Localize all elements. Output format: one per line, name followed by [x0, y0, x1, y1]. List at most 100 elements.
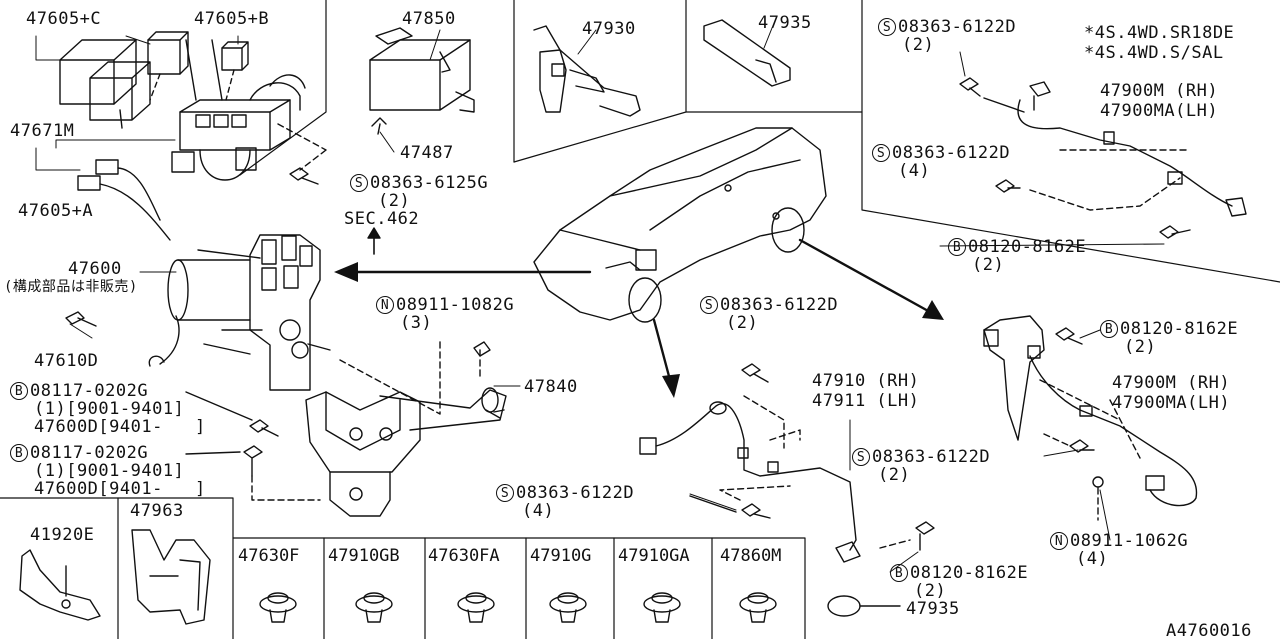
- label-47930: 47930: [582, 19, 636, 39]
- clip-label: 47630FA: [428, 546, 500, 566]
- prefix-s-badge: S: [878, 18, 896, 36]
- prefix-b-badge: B: [948, 238, 966, 256]
- clip-label: 47910G: [530, 546, 592, 566]
- prefix-s-badge: S: [872, 144, 890, 162]
- rear-sensor-lower: [983, 315, 1198, 521]
- prefix-s-badge: S: [852, 448, 870, 466]
- part-code: 08117-0202G: [30, 443, 149, 463]
- label-47840: 47840: [524, 377, 578, 397]
- label-bolt-08117-b-sub: 47600D[9401- ]: [34, 479, 206, 499]
- label-47600: 47600: [68, 259, 122, 279]
- diagram-id: A4760016: [1166, 621, 1252, 641]
- part-code: 08363-6122D: [892, 143, 1011, 163]
- clip-label: 47860M: [720, 546, 782, 566]
- pointer-arrows: [350, 238, 932, 382]
- part-code: 08120-8162E: [968, 237, 1087, 257]
- label-47605b: 47605+B: [194, 9, 270, 29]
- prefix-s-badge: S: [700, 296, 718, 314]
- label-47935-top: 47935: [758, 13, 812, 33]
- bolt-47610d: [65, 311, 97, 327]
- clip-label: 47630F: [238, 546, 300, 566]
- label-bolt-8162e-b-qty: (2): [914, 581, 947, 601]
- label-41920e: 41920E: [30, 525, 95, 545]
- label-47671m: 47671M: [10, 121, 75, 141]
- push-clip-icon: [739, 592, 777, 623]
- clip-label: 47910GB: [328, 546, 400, 566]
- relay-47605b: [221, 41, 249, 71]
- label-screw-6122d-a-qty: (2): [902, 35, 935, 55]
- part-code: 08120-8162E: [1120, 319, 1239, 339]
- car-outline: [533, 127, 827, 323]
- label-screw-6125g-qty: (2): [378, 191, 411, 211]
- mount-bracket: [305, 387, 507, 517]
- label-47963: 47963: [130, 501, 184, 521]
- part-code: 08117-0202G: [30, 381, 149, 401]
- label-sec462: SEC.462: [344, 209, 420, 229]
- label-47605c: 47605+C: [26, 9, 102, 29]
- harness-47605a: [77, 159, 171, 241]
- label-screw-6122d-c-qty: (2): [726, 313, 759, 333]
- bracket-47930: [533, 25, 641, 117]
- label-47605a: 47605+A: [18, 201, 94, 221]
- prefix-n-badge: N: [1050, 532, 1068, 550]
- front-sensor: [639, 363, 935, 617]
- part-code: 08363-6122D: [898, 17, 1017, 37]
- prefix-s-badge: S: [350, 174, 368, 192]
- push-clip-icon: [549, 592, 587, 623]
- label-bolt-8162e-a-qty: (2): [972, 255, 1005, 275]
- label-47900ma-lh-2: 47900MA(LH): [1112, 393, 1231, 413]
- push-clip-icon: [355, 592, 393, 623]
- label-screw-6122d-d-qty: (2): [878, 465, 911, 485]
- bolt-08117-lower: [185, 445, 321, 501]
- label-bolt-08117-b-qty: (1)[9001-9401]: [34, 461, 185, 481]
- clip-icons: [259, 592, 777, 623]
- label-47487: 47487: [400, 143, 454, 163]
- label-bolt-08117-a-sub: 47600D[9401- ]: [34, 417, 206, 437]
- part-code: 08911-1062G: [1070, 531, 1189, 551]
- push-clip-icon: [457, 592, 495, 623]
- prefix-b-badge: B: [10, 382, 28, 400]
- prefix-b-badge: B: [1100, 320, 1118, 338]
- label-nut-1082g-qty: (3): [400, 313, 433, 333]
- relay-47671m: [59, 39, 151, 129]
- label-47610d: 47610D: [34, 351, 99, 371]
- prefix-b-badge: B: [10, 444, 28, 462]
- prefix-n-badge: N: [376, 296, 394, 314]
- label-47600-note: (構成部品は非販売): [4, 279, 138, 295]
- label-47935-bottom: 47935: [906, 599, 960, 619]
- strip-47935-top: [703, 19, 791, 87]
- label-bolt-08117-a-qty: (1)[9001-9401]: [34, 399, 185, 419]
- label-47910-rh: 47910 (RH): [812, 371, 920, 391]
- push-clip-icon: [259, 592, 297, 623]
- screw-6125g: [289, 167, 319, 185]
- clip-label: 47910GA: [618, 546, 690, 566]
- relay-bracket: [171, 39, 306, 181]
- bracket-41920e: [19, 549, 101, 621]
- part-code: 08911-1082G: [396, 295, 515, 315]
- note-ssal: *4S.4WD.S/SAL: [1084, 43, 1224, 63]
- label-nut-1062g-qty: (4): [1076, 549, 1109, 569]
- note-sr18de: *4S.4WD.SR18DE: [1084, 23, 1235, 43]
- label-bolt-8162e-c-qty: (2): [1124, 337, 1157, 357]
- part-code: 08363-6122D: [720, 295, 839, 315]
- rear-sensor-upper: [959, 77, 1247, 239]
- relay-47605c: [147, 31, 189, 75]
- push-clip-icon: [643, 592, 681, 623]
- abs-actuator: [148, 234, 331, 391]
- part-code: 08363-6122D: [872, 447, 991, 467]
- label-47900ma-lh: 47900MA(LH): [1100, 101, 1219, 121]
